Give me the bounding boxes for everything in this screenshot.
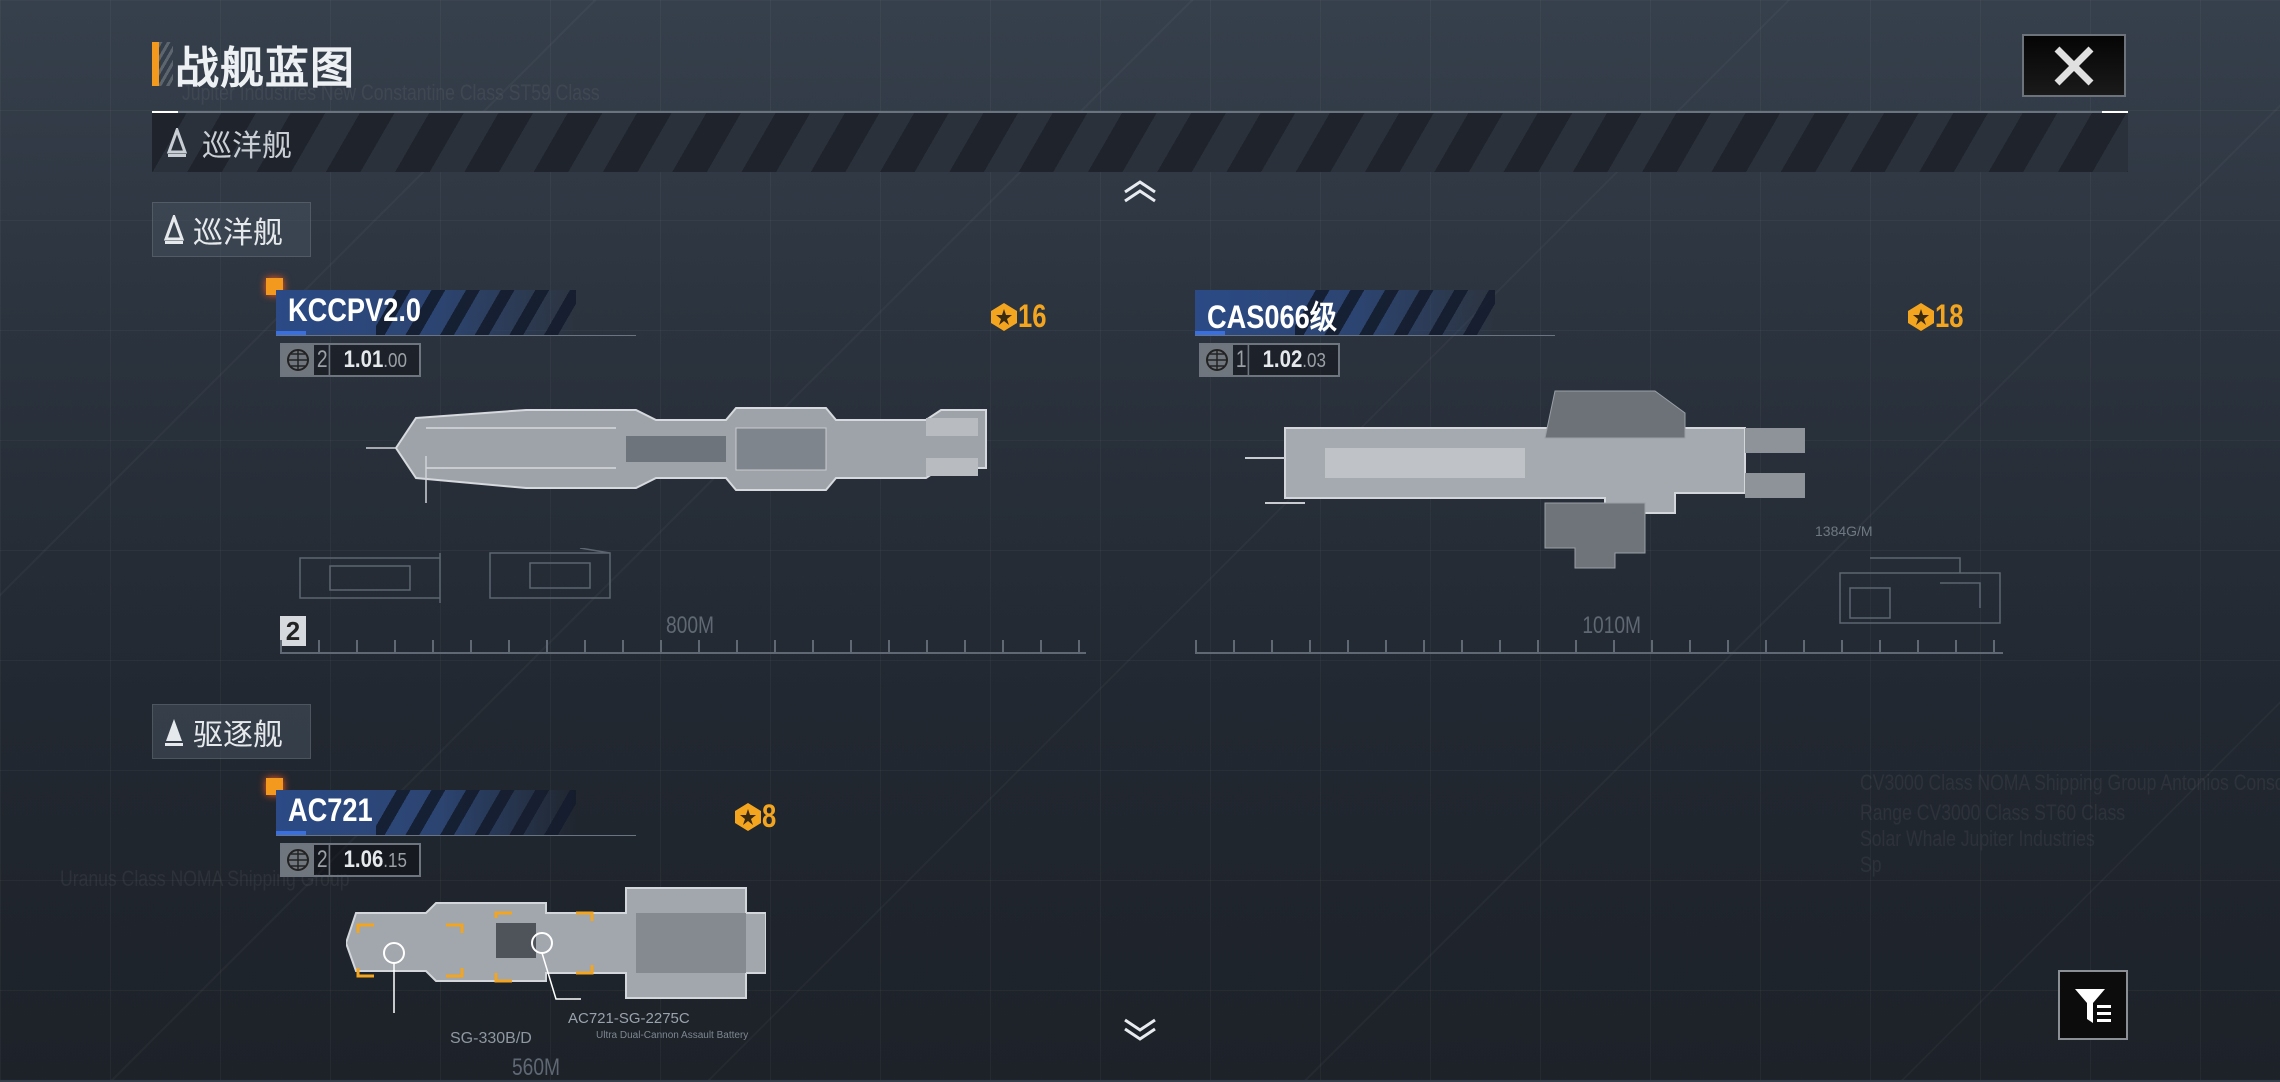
background-text: CV3000 Class NOMA Shipping Group Antonio… bbox=[1860, 770, 2280, 795]
page-title: 战舰蓝图 bbox=[152, 38, 355, 93]
ship-count: 16 bbox=[1018, 298, 1047, 334]
annotation-label: 1384G/M bbox=[1815, 523, 1873, 539]
background-text: Range CV3000 Class ST60 Class bbox=[1860, 800, 2126, 825]
name-underline bbox=[1195, 335, 1555, 336]
page-title-text: 战舰蓝图 bbox=[175, 44, 355, 93]
ship-length: 560M bbox=[512, 1054, 561, 1081]
blueprint-line-drawing bbox=[299, 548, 611, 603]
destroyer-icon bbox=[165, 718, 183, 746]
ship-level: 1 bbox=[1235, 345, 1250, 375]
version-sub: 15 bbox=[388, 850, 407, 872]
version-main: 1.06 bbox=[343, 846, 384, 873]
version-main: 1.02 bbox=[1262, 346, 1303, 373]
scale-ruler bbox=[280, 640, 1086, 654]
title-accent-bar bbox=[152, 42, 159, 86]
chevron-down-icon[interactable] bbox=[1120, 1016, 1160, 1042]
ship-card-cas066[interactable]: CAS066级 1 1.02.03 18 1384G/M 1010M bbox=[1185, 278, 2015, 654]
ship-blueprint-image bbox=[346, 887, 766, 1013]
ship-count: 18 bbox=[1935, 298, 1964, 334]
ship-card-ac721[interactable]: AC721 2 1.06.15 8 AC721-SG-2275C Ultra D… bbox=[266, 778, 1096, 1081]
filter-icon bbox=[2075, 989, 2111, 1023]
close-button[interactable] bbox=[2022, 34, 2126, 97]
background-text: Solar Whale Jupiter Industries bbox=[1860, 826, 2095, 851]
version-number: 1.01.00 bbox=[343, 346, 407, 373]
ship-count-badge: 18 bbox=[1907, 298, 1971, 335]
version-number: 1.06.15 bbox=[343, 846, 407, 873]
filter-button[interactable] bbox=[2058, 970, 2128, 1040]
globe-icon bbox=[1201, 345, 1233, 375]
close-icon bbox=[2054, 46, 2094, 85]
background-text: Sp bbox=[1860, 852, 1882, 877]
weapon-code: SG-330B/D bbox=[450, 1030, 532, 1047]
section-label: 驱逐舰 bbox=[193, 718, 283, 752]
globe-icon bbox=[282, 845, 314, 875]
name-underline bbox=[276, 335, 636, 336]
ship-blueprint-image bbox=[366, 407, 987, 503]
cruiser-icon bbox=[163, 214, 185, 244]
ship-count-badge: 8 bbox=[734, 798, 780, 835]
background-text: Jupiter Industries New Constantine Class… bbox=[182, 80, 600, 105]
name-underline bbox=[276, 835, 636, 836]
version-sub: 00 bbox=[388, 350, 407, 372]
version-box: 2 1.06.15 bbox=[280, 843, 421, 877]
version-main: 1.01 bbox=[343, 346, 384, 373]
title-accent-stripes bbox=[159, 42, 173, 86]
version-box: 1 1.02.03 bbox=[1199, 343, 1340, 377]
ship-count-badge: 16 bbox=[990, 298, 1054, 335]
ship-card-kccpv2[interactable]: KCCPV2.0 2 1.01.00 16 2 800M bbox=[266, 278, 1096, 654]
version-number: 1.02.03 bbox=[1262, 346, 1326, 373]
ship-blueprint-image bbox=[1245, 390, 1805, 569]
section-header-cruiser: 巡洋舰 bbox=[152, 202, 311, 257]
version-sub: 03 bbox=[1307, 350, 1326, 372]
globe-icon bbox=[282, 345, 314, 375]
header-divider bbox=[152, 111, 2128, 114]
weapon-description: Ultra Dual-Cannon Assault Battery bbox=[596, 1030, 749, 1041]
dropdown-selected-label: 巡洋舰 bbox=[202, 129, 292, 163]
ship-name-banner bbox=[276, 290, 576, 335]
ship-name-banner bbox=[1195, 290, 1495, 335]
ship-level: 2 bbox=[316, 845, 331, 875]
ship-name: AC721 bbox=[288, 792, 373, 828]
blueprint-line-drawing bbox=[1839, 557, 2001, 624]
section-header-destroyer: 驱逐舰 bbox=[152, 704, 311, 759]
weapon-code: AC721-SG-2275C bbox=[568, 1010, 690, 1027]
category-dropdown[interactable]: 巡洋舰 bbox=[152, 113, 2128, 172]
ship-length: 800M bbox=[666, 612, 715, 639]
cruiser-icon bbox=[166, 127, 188, 157]
rank-star-icon bbox=[991, 302, 1017, 331]
ship-level: 2 bbox=[316, 345, 331, 375]
ship-name: CAS066级 bbox=[1207, 299, 1338, 335]
ship-name-banner bbox=[276, 790, 576, 835]
scale-ruler bbox=[1195, 640, 2003, 654]
rank-star-icon bbox=[1908, 302, 1934, 331]
version-box: 2 1.01.00 bbox=[280, 343, 421, 377]
rank-star-icon bbox=[735, 802, 761, 831]
chevron-up-icon[interactable] bbox=[1120, 178, 1160, 204]
ship-count: 8 bbox=[762, 798, 777, 834]
section-label: 巡洋舰 bbox=[193, 216, 283, 250]
ship-length: 1010M bbox=[1582, 612, 1642, 639]
ship-name: KCCPV2.0 bbox=[288, 292, 422, 328]
